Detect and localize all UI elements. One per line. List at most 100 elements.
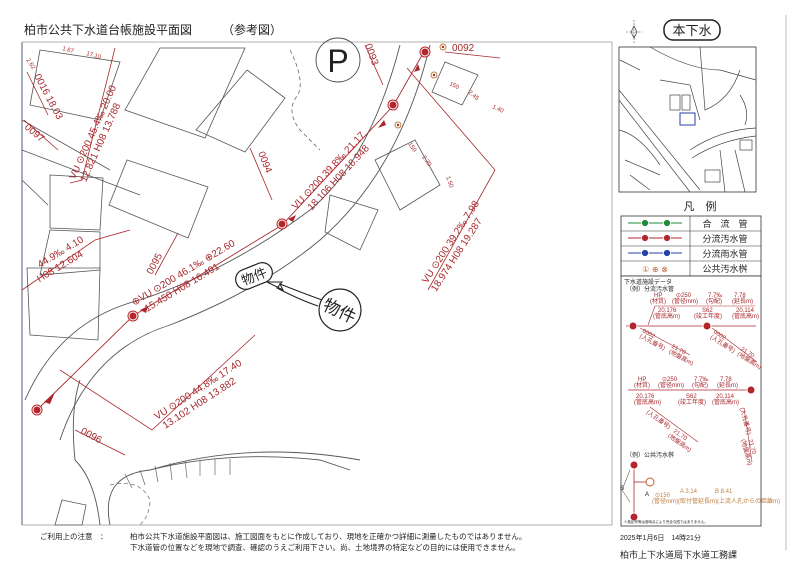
pipe-label-6: VU ⊙200 44.8‰ 17.40 13.102 H08 13.882 [153, 358, 245, 432]
svg-text:20.176: 20.176 [636, 394, 655, 400]
inlet-value: 2.62 [24, 58, 36, 72]
map-subtitle: （参考図） [222, 22, 282, 37]
svg-text:分流雨水管: 分流雨水管 [702, 248, 747, 259]
svg-text:A: A [645, 492, 649, 498]
svg-text:(延長m): (延長m) [732, 297, 753, 305]
svg-text:(勾配): (勾配) [706, 297, 722, 305]
pipe-label-2: ⊕VU ⊙200 46.1‰ ⊕22.60 15.450 H08 16.491 [130, 238, 238, 315]
parking-symbol: P [327, 43, 348, 79]
inlet-value: 2.45 [467, 90, 480, 103]
svg-text:凡 例: 凡 例 [684, 199, 717, 213]
svg-text:21.70: 21.70 [747, 439, 757, 456]
inlet-value: 1.40 [491, 104, 505, 115]
manhole-icon [276, 218, 288, 230]
legend-combined-pipe-icon [628, 219, 682, 227]
department-name: 柏市上下水道局下水道工務課 [620, 549, 737, 560]
manhole-icon [419, 46, 431, 58]
svg-text:7.78: 7.78 [734, 293, 746, 299]
manhole-icon [31, 404, 43, 416]
property-marker-small: 物件 [235, 262, 273, 290]
svg-text:(材質): (材質) [634, 381, 650, 389]
svg-text:(管径mm)(取付管延長m)(上流人孔からの距離m): (管径mm)(取付管延長m)(上流人孔からの距離m) [652, 497, 780, 505]
lot-number: 0094 [255, 150, 274, 175]
dashed-boundary [289, 49, 321, 151]
current-location-marker [679, 112, 696, 126]
embankment-hatch [124, 459, 231, 489]
inlet-value: 17.10 [85, 51, 102, 61]
sewer-inlet-icon [439, 43, 447, 51]
property-arrow-icon [266, 281, 323, 301]
svg-text:(管底高m): (管底高m) [732, 312, 759, 320]
svg-text:20.114: 20.114 [736, 308, 755, 314]
svg-text:(勾配): (勾配) [692, 381, 708, 389]
leader-lines [21, 44, 501, 456]
lot-number: 0095 [145, 251, 165, 276]
svg-text:下水道施設データ: 下水道施設データ [624, 278, 672, 286]
parking-lot: P [315, 37, 361, 83]
pipe-label-3: VU ⊙200 45.4‰ 20.00 12.821 H08 13.788 [68, 83, 124, 183]
svg-text:7.78: 7.78 [720, 377, 732, 383]
inlet-value: 150 [448, 81, 460, 91]
svg-text:0002: 0002 [641, 328, 656, 340]
svg-text:20.176: 20.176 [658, 308, 677, 314]
legend-wastewater-pipe-icon [628, 234, 682, 242]
svg-text:HP: HP [638, 377, 646, 383]
svg-text:B: B [620, 486, 624, 492]
svg-text:合 流 管: 合 流 管 [702, 218, 747, 229]
notice-label: ご利用上の注意 ： [40, 531, 108, 541]
svg-text:(管径mm): (管径mm) [672, 297, 698, 305]
svg-text:⊕VU ⊙200 46.1‰ ⊕22.60: ⊕VU ⊙200 46.1‰ ⊕22.60 [130, 238, 238, 309]
main-sewer-badge [663, 19, 721, 41]
pipe-label-1: VU ⊙200 39.8‰ 21.17 18.106 H08 18.948 [290, 130, 372, 213]
overview-map [618, 46, 757, 193]
svg-text:A 3.14: A 3.14 [680, 489, 698, 495]
svg-text:B 8.41: B 8.41 [715, 489, 733, 495]
svg-text:(管底高m): (管底高m) [712, 398, 739, 406]
sewer-inlet-icon [430, 71, 438, 79]
pipe-label-5: VU ⊙200 39.2‰ 7.98 18.974 H08 19.287 [420, 199, 485, 294]
inlet-value: 150 [406, 142, 417, 154]
svg-text:⊙150: ⊙150 [655, 493, 671, 499]
svg-text:(延長m): (延長m) [717, 381, 738, 389]
inlet-value: 2.20 [420, 155, 432, 169]
svg-text:(管径mm): (管径mm) [658, 381, 684, 389]
manholes [31, 43, 447, 416]
property-arrow-outline [267, 281, 319, 307]
notice-line-1: 柏市公共下水道施設平面図は、施工図面をもとに作成しており、現地を正確かつ詳細に測… [130, 531, 526, 541]
svg-text:（例）公共汚水桝: （例）公共汚水桝 [626, 451, 674, 459]
svg-text:(竣工年度): (竣工年度) [694, 312, 722, 320]
sewer-inlet-icon [394, 121, 402, 129]
svg-text:公共汚水桝: 公共汚水桝 [702, 263, 747, 274]
svg-text:7.7‰: 7.7‰ [694, 377, 708, 383]
legend: 凡 例 ① ⊕ ⊗ 合 流 管 分流汚水管 分流雨水管 公共汚水桝 [620, 199, 762, 277]
inlet-value: 1.67 [61, 46, 74, 55]
svg-text:(竣工年度): (竣工年度) [678, 398, 706, 406]
north-arrow-icon [626, 20, 642, 44]
legend-stormwater-pipe-icon [628, 249, 682, 257]
svg-text:7.7‰: 7.7‰ [708, 293, 722, 299]
svg-text:（例）分流汚水管: （例）分流汚水管 [626, 285, 674, 293]
print-date: 2025年1月6日 14時21分 [620, 533, 701, 542]
notice-line-2: 下水道管の位置などを現地で調査、確認のうえご利用下さい。尚、土地境界の特定などの… [130, 542, 520, 552]
property-marker-large: 物件 [318, 288, 362, 332]
svg-text:HP: HP [654, 293, 662, 299]
lot-number: 0092 [452, 43, 475, 54]
main-sewer-badge-text: 本下水 [672, 23, 711, 38]
svg-text:20.114: 20.114 [716, 394, 735, 400]
pipe-label-4: 44.9‰ 4.10 H08 12.604 [35, 234, 86, 285]
svg-text:(管底高m): (管底高m) [634, 398, 661, 406]
svg-text:⊙250: ⊙250 [662, 377, 678, 383]
svg-text:S62: S62 [686, 394, 697, 400]
svg-text:S62: S62 [702, 308, 713, 314]
buildings [21, 47, 479, 526]
inlet-value: 1.50 [444, 176, 454, 190]
svg-text:⊙250: ⊙250 [676, 293, 692, 299]
svg-text:※各記号等は各時点により完全な図ではありません。: ※各記号等は各時点により完全な図ではありません。 [624, 519, 708, 524]
svg-text:(材質): (材質) [650, 297, 666, 305]
roads [24, 44, 431, 526]
lot-number: 0093 [362, 42, 380, 67]
svg-text:(管底高m): (管底高m) [653, 312, 680, 320]
lot-number: 0096 [79, 426, 104, 446]
sewer-data-legend: 下水道施設データ （例）分流汚水管 HP ⊙250 7.7‰ 7.78 (材質)… [620, 275, 780, 527]
